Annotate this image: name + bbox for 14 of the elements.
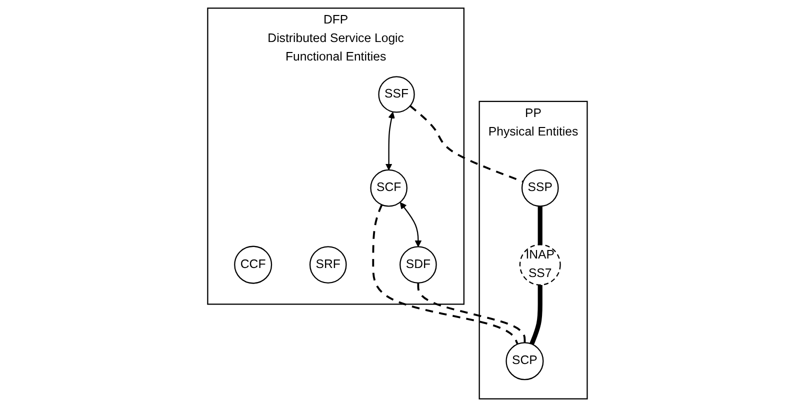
node-circle: SSF — [378, 76, 414, 113]
node-circle: CCF — [234, 246, 272, 284]
node-circle: SCF — [370, 169, 408, 207]
arrow — [384, 112, 394, 170]
connector — [372, 204, 518, 345]
node-circle: SSP — [520, 169, 558, 207]
node-circle: SRF — [308, 246, 346, 284]
connector — [529, 284, 542, 345]
node-circle: SCP — [505, 342, 544, 380]
node-circle: SDF — [399, 246, 436, 284]
arrow — [399, 202, 422, 248]
node-circle: INAP SS7 — [518, 244, 560, 286]
connector — [416, 282, 526, 343]
connector — [537, 206, 542, 245]
